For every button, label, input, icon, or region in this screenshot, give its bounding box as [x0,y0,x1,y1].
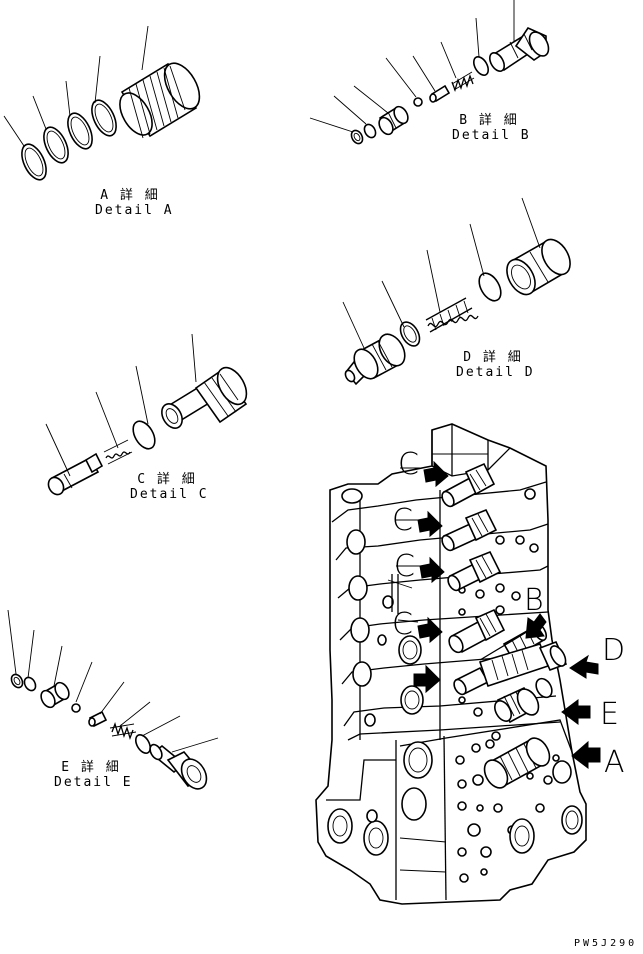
detail-a-ring-3 [63,110,97,153]
assembly-label-c2: C [392,503,413,538]
detail-d-oring [475,270,506,305]
detail-d-cap [501,235,576,300]
detail-e-valve-body [148,743,212,794]
detail-a-caption-jp: A 詳 細 [100,188,160,203]
detail-e-parts [8,610,218,793]
control-valve-assembly [316,424,600,904]
valve-left-ports [328,489,432,855]
detail-c-oring [129,418,160,453]
detail-b-oring [471,54,491,77]
detail-e-small-ring [9,672,25,689]
detail-d-plunger [344,330,410,384]
installed-valve-d [452,642,569,696]
detail-a-ring-2 [39,124,73,167]
detail-d-parts [343,198,576,384]
detail-a-caption-en: Detail A [95,203,174,218]
detail-e-caption-en: Detail E [54,775,133,790]
detail-a-ring-4 [87,97,121,140]
detail-b-caption-jp: B 詳 細 [459,113,519,128]
detail-e-spring [110,724,136,738]
detail-a-parts [4,26,207,183]
detail-e-seal [22,675,38,692]
detail-b-caption: B 詳 細 Detail B [452,113,531,143]
assembly-label-c3: C [394,549,415,584]
detail-d-caption: D 詳 細 Detail D [456,350,535,380]
assembly-label-d: D [602,633,626,668]
detail-c-caption-jp: C 詳 細 [137,472,197,487]
detail-c-valve-body [158,363,253,432]
detail-b-caption-en: Detail B [452,128,531,143]
detail-d-spring [426,298,478,332]
detail-b-small-ring [349,128,365,145]
detail-b-seal [362,122,378,139]
detail-b-parts [310,0,552,146]
detail-a-ring-1 [17,141,51,184]
installed-valve-c2 [440,510,496,552]
installed-valve-c4 [446,610,504,655]
detail-d-caption-jp: D 詳 細 [463,350,523,365]
detail-d-caption-en: Detail D [456,365,535,380]
installed-valve-e [491,676,555,724]
detail-c-caption-en: Detail C [130,487,209,502]
detail-b-spring [452,72,474,90]
detail-a-caption: A 詳 細 Detail A [95,188,174,218]
detail-e-caption-jp: E 詳 細 [61,760,121,775]
drawing-code: PW5J290 [574,938,638,949]
detail-c-caption: C 詳 細 Detail C [130,472,209,502]
detail-c-parts [45,334,252,497]
detail-b-valve-body [487,28,553,74]
assembly-label-e: E [600,697,619,732]
detail-c-piston [45,454,102,497]
detail-b-ball [414,98,422,106]
valve-bolt-holes [456,489,559,882]
assembly-label-a: A [604,745,625,780]
assembly-label-c4: C [392,607,413,642]
assembly-label-c1: C [398,447,419,482]
detail-e-plug [38,680,71,710]
detail-d-ring [397,319,424,350]
detail-c-spring [104,440,132,464]
assembly-label-b: B [524,583,544,618]
detail-e-ball [72,704,80,712]
detail-b-plug [376,104,410,137]
installed-valve-a [480,734,554,792]
installed-valve-c1 [440,464,494,508]
detail-b-poppet [430,86,449,102]
installed-valve-c3 [446,552,500,592]
detail-e-caption: E 詳 細 Detail E [54,760,133,790]
detail-e-oring [133,732,153,755]
detail-a-valve-sleeve [113,57,206,140]
pointer-arrows [414,462,600,768]
detail-e-poppet [89,712,106,726]
